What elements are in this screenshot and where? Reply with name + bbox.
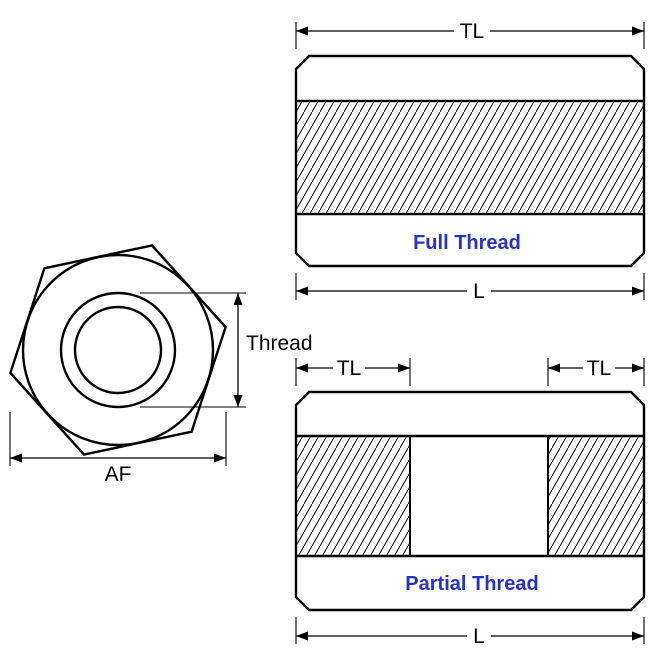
thread-arrow-down <box>233 395 243 407</box>
thread-minor-circle <box>73 305 163 395</box>
inscribed-circle <box>21 253 215 447</box>
full-l-arrow-left <box>296 286 308 296</box>
full-thread-view: TL Full Thread L <box>294 20 646 303</box>
partial-tl-right-arrow-b <box>632 363 644 373</box>
partial-tl-left-arrow-a <box>296 363 308 373</box>
hex-end-view: Thread AF <box>9 244 313 486</box>
partial-tl-left-arrow-b <box>398 363 410 373</box>
partial-l-arrow-right <box>632 631 644 641</box>
thread-arrow-up <box>233 293 243 305</box>
full-tl-arrow-right <box>632 26 644 36</box>
partial-thread-view: TL TL Partial Thread L <box>294 357 646 648</box>
thread-dimension: Thread <box>140 292 313 408</box>
partial-thread-hatch-left <box>296 436 410 556</box>
full-l-arrow-right <box>632 286 644 296</box>
partial-tl-right-dimension: TL <box>547 357 645 386</box>
af-arrow-left <box>10 453 22 463</box>
full-tl-arrow-left <box>296 26 308 36</box>
full-l-dimension: L <box>295 273 645 303</box>
partial-thread-hatch-right <box>548 436 644 556</box>
full-thread-hatch <box>296 101 644 214</box>
thread-label: Thread <box>246 332 313 355</box>
partial-l-dimension: L <box>295 617 645 648</box>
full-l-label: L <box>473 280 485 303</box>
partial-thread-caption: Partial Thread <box>405 573 538 595</box>
full-thread-caption: Full Thread <box>413 232 521 254</box>
partial-tl-left-label: TL <box>337 357 362 380</box>
hexagon-outline <box>9 244 227 456</box>
partial-l-label: L <box>473 625 485 648</box>
partial-tl-left-dimension: TL <box>295 357 411 386</box>
full-tl-label: TL <box>460 20 485 43</box>
thread-major-circle <box>59 291 177 409</box>
full-tl-dimension: TL <box>295 20 645 49</box>
af-arrow-right <box>214 453 226 463</box>
partial-tl-right-arrow-a <box>548 363 560 373</box>
af-dimension: AF <box>9 412 227 486</box>
af-label: AF <box>105 463 132 486</box>
partial-tl-right-label: TL <box>587 357 612 380</box>
partial-l-arrow-left <box>296 631 308 641</box>
